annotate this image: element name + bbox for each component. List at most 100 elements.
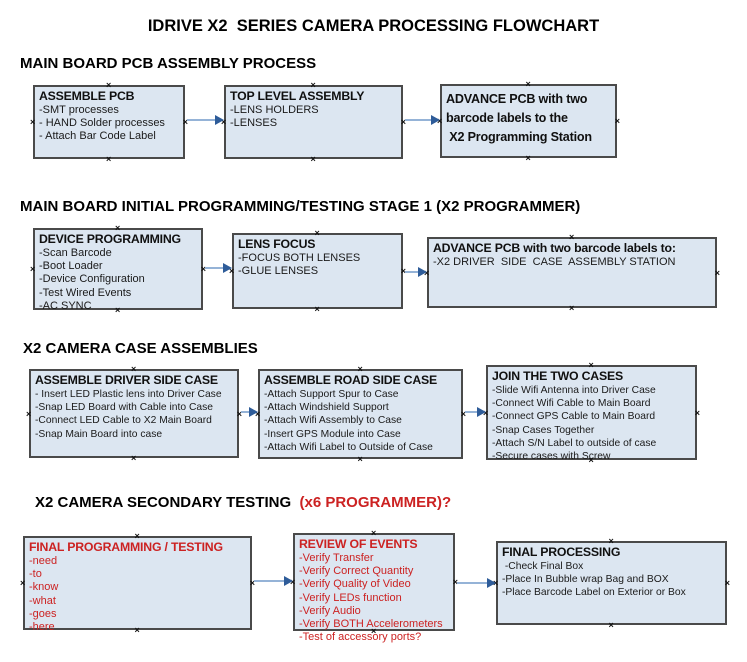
connector-handle-icon: ×	[357, 364, 363, 374]
connector-handle-icon: ×	[371, 626, 377, 636]
box-item: -Place Barcode Label on Exterior or Box	[502, 587, 686, 599]
connector-handle-icon: ×	[310, 154, 316, 164]
connector-handle-icon: ×	[371, 528, 377, 538]
box-item: -Attach S/N Label to outside of case	[492, 437, 657, 449]
section-heading-case-assemblies: X2 CAMERA CASE ASSEMBLIES	[23, 340, 258, 357]
box-title: JOIN THE TWO CASES	[492, 369, 623, 383]
connector-handle-icon: ×	[314, 304, 320, 314]
connector-handle-icon: ×	[134, 531, 140, 541]
connector-handle-icon: ×	[525, 79, 531, 89]
box-item: -Attach Windshield Support	[264, 402, 389, 414]
flow-box-final-processing[interactable]: FINAL PROCESSING -Check Final Box -Place…	[493, 536, 730, 630]
connector-handle-icon: ×	[525, 153, 531, 163]
box-item: -Boot Loader	[39, 260, 103, 273]
box-item: -Place In Bubble wrap Bag and BOX	[502, 574, 669, 586]
connector-handle-icon: ×	[182, 117, 188, 127]
flow-box-advance-pcb-driver-side[interactable]: ADVANCE PCB with two barcode labels to: …	[424, 233, 720, 313]
box-item: -Connect LED Cable to X2 Main Board	[35, 415, 212, 427]
flow-box-final-programming-testing[interactable]: FINAL PROGRAMMING / TESTING -need -to -k…	[20, 531, 255, 635]
connector-handle-icon: ×	[714, 267, 720, 278]
connector-handle-icon: ×	[452, 577, 458, 587]
box-item: -FOCUS BOTH LENSES	[238, 252, 361, 264]
section-heading-pcb-assembly: MAIN BOARD PCB ASSEMBLY PROCESS	[20, 55, 317, 72]
flow-box-advance-pcb-programming-station[interactable]: ADVANCE PCB with two barcode labels to t…	[437, 79, 620, 163]
box-item: -know	[29, 581, 59, 594]
box-title: ASSEMBLE ROAD SIDE CASE	[264, 373, 438, 387]
connector-handle-icon: ×	[26, 408, 32, 419]
box-item: - Insert LED Plastic lens into Driver Ca…	[35, 389, 222, 400]
flow-box-lens-focus[interactable]: LENS FOCUS -FOCUS BOTH LENSES -GLUE LENS…	[229, 229, 406, 314]
box-title: ASSEMBLE DRIVER SIDE CASE	[35, 373, 218, 387]
box-item: -goes	[29, 607, 57, 620]
connector-arrow-6[interactable]	[465, 407, 486, 417]
connector-handle-icon: ×	[200, 264, 206, 274]
box-item: -Snap LED Board with Cable into Case	[35, 402, 214, 414]
box-title: REVIEW OF EVENTS	[299, 537, 418, 551]
box-title: ASSEMBLE PCB	[39, 89, 135, 103]
box-item: -Verify Correct Quantity	[299, 565, 414, 578]
box-item: -Connect Wifi Cable to Main Board	[492, 398, 651, 410]
connector-arrow-8[interactable]	[457, 578, 496, 588]
connector-arrow-5[interactable]	[241, 407, 258, 417]
box-title: ADVANCE PCB with two barcode labels to:	[433, 241, 676, 255]
connector-handle-icon: ×	[106, 80, 112, 90]
box-item: -need	[29, 555, 58, 567]
flow-box-device-programming[interactable]: DEVICE PROGRAMMING -Scan Barcode -Boot L…	[30, 223, 206, 315]
page-title: IDRIVE X2 SERIES CAMERA PROCESSING FLOWC…	[147, 17, 600, 35]
box-item: -Check Final Box	[502, 561, 584, 572]
box-item: -Attach Support Spur to Case	[264, 389, 399, 400]
connector-handle-icon: ×	[588, 360, 594, 370]
box-item: -Verify Transfer	[299, 552, 374, 564]
connector-handle-icon: ×	[115, 305, 121, 315]
box-item: - Attach Bar Code Label	[39, 130, 156, 143]
section-heading-secondary-testing: X2 CAMERA SECONDARY TESTING (x6 PROGRAMM…	[35, 494, 451, 511]
connector-handle-icon: ×	[460, 409, 466, 419]
box-title: FINAL PROCESSING	[502, 545, 621, 559]
box-item: -Snap Cases Together	[492, 424, 595, 436]
box-item: -to	[29, 568, 42, 581]
connector-handle-icon: ×	[724, 578, 730, 588]
connector-handle-icon: ×	[20, 578, 26, 588]
box-item: -SMT processes	[39, 104, 119, 116]
flow-box-assemble-road-side-case[interactable]: ASSEMBLE ROAD SIDE CASE -Attach Support …	[255, 364, 466, 464]
box-item: -Test Wired Events	[39, 286, 132, 299]
connector-arrow-1[interactable]	[187, 115, 224, 125]
connector-handle-icon: ×	[694, 407, 700, 418]
box-item: -Verify Quality of Video	[299, 578, 411, 591]
box-item: -LENSES	[230, 117, 278, 130]
connector-handle-icon: ×	[614, 116, 620, 126]
connector-handle-icon: ×	[131, 453, 137, 463]
connector-arrow-7[interactable]	[254, 576, 293, 586]
connector-arrow-3[interactable]	[205, 263, 232, 273]
box-item: -Snap Main Board into case	[35, 428, 163, 440]
connector-handle-icon: ×	[608, 536, 614, 546]
box-item: -X2 DRIVER SIDE CASE ASSEMBLY STATION	[433, 256, 676, 268]
connector-handle-icon: ×	[569, 303, 575, 313]
box-title: FINAL PROGRAMMING / TESTING	[29, 540, 223, 554]
box-item: -GLUE LENSES	[238, 265, 319, 278]
box-item: -Verify Audio	[299, 604, 361, 617]
box-item: -Scan Barcode	[39, 247, 112, 259]
connector-arrow-4[interactable]	[405, 267, 427, 277]
flow-box-join-the-two-cases[interactable]: JOIN THE TWO CASES -Slide Wifi Antenna i…	[483, 360, 700, 465]
connector-handle-icon: ×	[115, 223, 121, 233]
box-item: -Test of accessory ports?	[299, 631, 422, 644]
heading-black-part: X2 CAMERA SECONDARY TESTING	[35, 494, 300, 511]
flow-box-assemble-pcb[interactable]: ASSEMBLE PCB -SMT processes - HAND Solde…	[30, 80, 188, 164]
box-title: DEVICE PROGRAMMING	[39, 232, 181, 246]
connector-handle-icon: ×	[30, 264, 36, 274]
connector-handle-icon: ×	[131, 364, 137, 374]
flow-box-top-level-assembly[interactable]: TOP LEVEL ASSEMBLY -LENS HOLDERS -LENSES…	[221, 81, 406, 164]
connector-handle-icon: ×	[249, 578, 255, 588]
connector-handle-icon: ×	[588, 455, 594, 465]
connector-handle-icon: ×	[400, 117, 406, 127]
flow-box-review-of-events[interactable]: REVIEW OF EVENTS -Verify Transfer -Verif…	[290, 528, 458, 644]
box-item: -Verify BOTH Accelerometers	[299, 618, 443, 631]
connector-arrow-2[interactable]	[405, 115, 440, 125]
box-item: -Verify LEDs function	[299, 591, 402, 604]
box-item: -Insert GPS Module into Case	[264, 428, 401, 440]
box-item: -LENS HOLDERS	[230, 104, 319, 116]
box-item: -Slide Wifi Antenna into Driver Case	[492, 385, 656, 396]
flow-box-assemble-driver-side-case[interactable]: ASSEMBLE DRIVER SIDE CASE - Insert LED P…	[26, 364, 242, 463]
